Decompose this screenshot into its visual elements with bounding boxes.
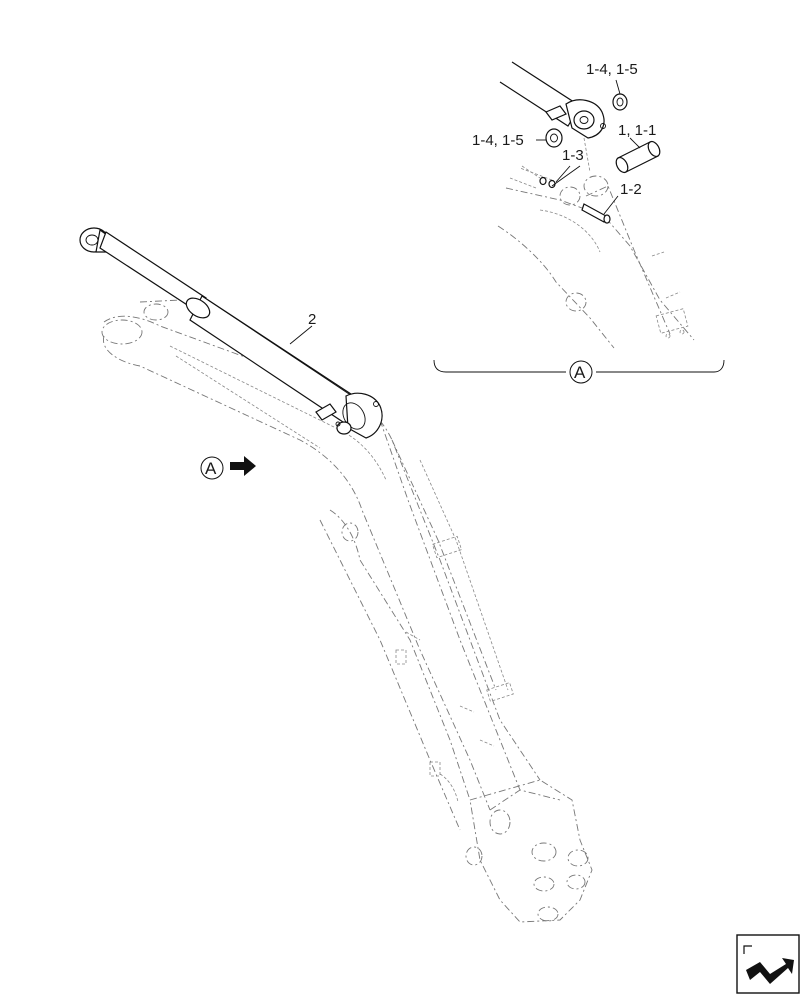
view-marker-letter: A (205, 459, 217, 478)
detail-caption-letter: A (574, 363, 586, 382)
boom-cylinder (79, 227, 383, 439)
detail-a (497, 61, 695, 349)
boom-outline (101, 299, 593, 923)
part-label-bolt-nut: 1-3 (562, 147, 584, 164)
part-label-washer-left: 1-4, 1-5 (472, 132, 524, 149)
arrow-right-icon (230, 456, 256, 476)
detail-bracket (433, 359, 725, 373)
detail-caption-a: A (569, 360, 593, 384)
view-marker-a[interactable]: A (200, 456, 224, 480)
part-label-pin: 1, 1-1 (618, 122, 656, 139)
part-label-washer-top: 1-4, 1-5 (586, 61, 638, 78)
return-arrow-icon[interactable] (736, 934, 800, 994)
part-label-bolt: 1-2 (620, 181, 642, 198)
part-label-2: 2 (308, 311, 316, 328)
